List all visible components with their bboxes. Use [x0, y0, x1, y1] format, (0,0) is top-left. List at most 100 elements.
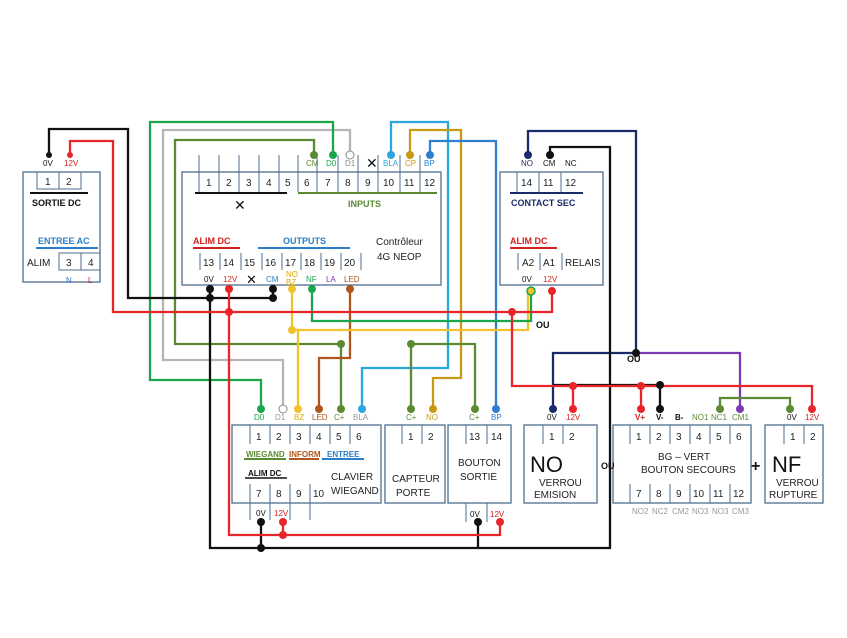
bsec-num-7: 7 [636, 489, 642, 500]
ctrl-num-2: 2 [226, 178, 232, 189]
wire-black-cm [208, 145, 612, 550]
inputs-title: INPUTS [348, 199, 381, 209]
wire-purple-cm1 [636, 351, 742, 408]
bsec-no3a-label: NO3 [692, 507, 709, 516]
vr-num-2: 2 [810, 432, 816, 443]
ctrl-cross-mid: ✕ [234, 198, 246, 214]
ctrl-num-17: 17 [285, 258, 297, 269]
ou-label-2: OU [627, 354, 641, 364]
wire-blue-bp [428, 139, 498, 411]
ctrl-num-1: 1 [206, 178, 212, 189]
vr-num-1: 1 [790, 432, 796, 443]
capteur-name-1: CAPTEUR [392, 474, 440, 485]
clavier-bla-label: BLA [353, 413, 369, 422]
clavier-led-label: LED [312, 413, 328, 422]
ve-0v-label: 0V [547, 413, 557, 422]
neutral-label: N [66, 276, 72, 285]
ou-label-3: OU [601, 461, 615, 471]
relais-num-12: 12 [565, 178, 577, 189]
bsec-no2-label: NO2 [632, 507, 649, 516]
ctrl-0v-label: 0V [204, 275, 214, 284]
bs-name-2: SORTIE [460, 472, 497, 483]
bsec-cm2-label: CM2 [672, 507, 689, 516]
clavier-name-2: WIEGAND [331, 486, 379, 497]
ctrl-num-10: 10 [383, 178, 395, 189]
ctrl-num-5: 5 [285, 178, 291, 189]
clavier-num-5: 5 [336, 432, 342, 443]
relais-a1: A1 [543, 258, 556, 269]
bouton-secours-box [612, 424, 752, 504]
capteur-cplus-label: C+ [406, 413, 417, 422]
ctrl-num-20: 20 [344, 258, 356, 269]
bsec-num-12: 12 [733, 489, 745, 500]
wire-navy-no [526, 129, 638, 408]
wiegand-tag: WIEGAND [246, 450, 285, 459]
ctrl-cross-bottom: ✕ [246, 273, 257, 288]
relais-nc-label: NC [565, 159, 577, 168]
relais-box [499, 171, 604, 286]
clavier-cplus-label: C+ [334, 413, 345, 422]
vr-0v-label: 0V [787, 413, 797, 422]
bsec-nc1-label: NC1 [711, 413, 728, 422]
bsec-num-1: 1 [636, 432, 642, 443]
underlines [30, 192, 583, 479]
bsec-no1-label: NO1 [692, 413, 709, 422]
relais-cm-label: CM [543, 159, 556, 168]
vr-name-1: VERROU [776, 478, 819, 489]
vr-12v-label: 12V [805, 413, 820, 422]
wire-red-ctrl [227, 287, 502, 537]
wire-red-rupture [641, 384, 814, 408]
capteur-name-2: PORTE [396, 488, 431, 499]
sortie-dc-num-2: 2 [66, 177, 72, 188]
wire-teal-nf [310, 287, 533, 323]
entree-ac-title: ENTREE AC [38, 236, 90, 246]
inform-tag: INFORM [289, 450, 321, 459]
labels: 0V 12V 1 2 SORTIE DC ENTREE AC ALIM 3 4 … [27, 156, 820, 519]
clavier-d0-label: D0 [254, 413, 265, 422]
ctrl-num-4: 4 [266, 178, 272, 189]
ctrl-nf-out-label: NF [306, 275, 317, 284]
bs-num-13: 13 [469, 432, 481, 443]
sortie-dc-title: SORTIE DC [32, 198, 82, 208]
ctrl-bla-label: BLA [383, 159, 399, 168]
ve-no-big: NO [530, 452, 563, 477]
bs-name-1: BOUTON [458, 458, 501, 469]
verrou-rupture-box [764, 424, 824, 504]
ctrl-num-12: 12 [424, 178, 436, 189]
ctrl-num-11: 11 [404, 178, 415, 189]
relais-a2: A2 [522, 258, 535, 269]
ctrl-d0-label: D0 [326, 159, 337, 168]
ctrl-num-19: 19 [324, 258, 336, 269]
bsec-cm3-label: CM3 [732, 507, 749, 516]
wire-emerald-d0 [148, 120, 335, 411]
clavier-alim-dc: ALIM DC [248, 469, 282, 478]
sortie-dc-0v-label: 0V [43, 159, 53, 168]
ou-label-1: OU [536, 320, 550, 330]
bsec-vplus-label: V+ [635, 413, 645, 422]
ctrl-no-out-label: NO [286, 270, 298, 279]
sortie-dc-12v-label: 12V [64, 159, 79, 168]
clavier-num-3: 3 [296, 432, 302, 443]
capteur-box [384, 424, 446, 504]
relais-alim-dc-title: ALIM DC [510, 236, 548, 246]
ctrl-num-14: 14 [223, 258, 235, 269]
wire-gray-d1 [161, 128, 352, 411]
bouton-sortie-box [447, 424, 512, 504]
clavier-0v-label: 0V [256, 509, 266, 518]
bsec-no3b-label: NO3 [712, 507, 729, 516]
ctrl-bz-out-label: BZ [286, 278, 296, 287]
bsec-num-8: 8 [656, 489, 662, 500]
ctrl-num-8: 8 [345, 178, 351, 189]
bsec-num-11: 11 [713, 489, 724, 500]
plus-sign: + [751, 458, 760, 475]
ve-num-1: 1 [549, 432, 555, 443]
bsec-cm1-label: CM1 [732, 413, 749, 422]
wire-cyan-bla [360, 120, 450, 411]
wire-yellow-relais [292, 293, 530, 332]
clavier-num-10: 10 [313, 489, 325, 500]
bsec-vminus-label: V- [656, 413, 664, 422]
wire-gold-cp [408, 128, 463, 411]
relais-num-14: 14 [521, 178, 533, 189]
wire-yellow-bz [290, 287, 300, 411]
